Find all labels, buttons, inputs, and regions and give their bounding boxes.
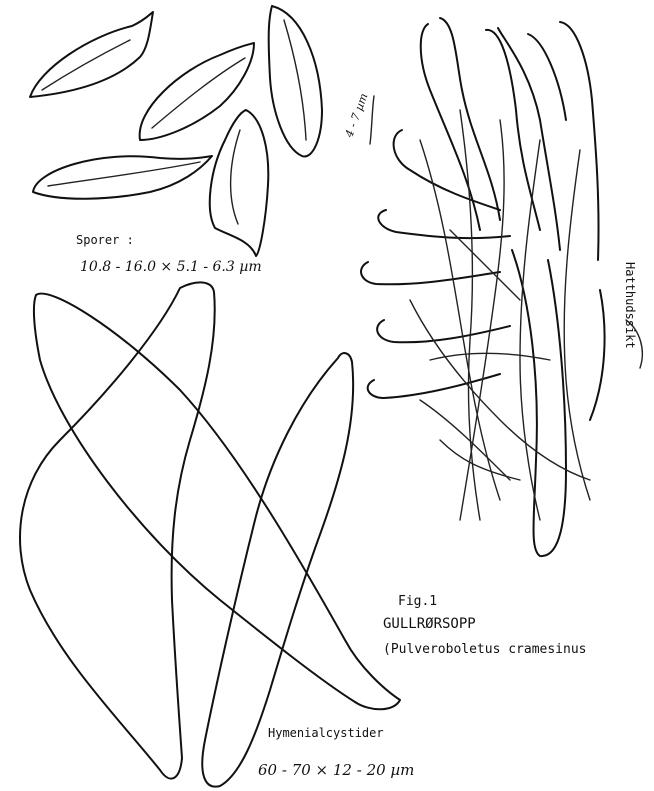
figure-number: Fig.1 [398,594,437,609]
cystidia-group: Hymenialcystider 60 - 70 × 12 - 20 µm [20,282,414,786]
spore-3 [269,6,322,157]
cystidium-1 [34,294,400,710]
spore-5 [210,110,269,256]
hyphae-width-scale-mark [370,96,374,144]
spores-label: Sporer : [76,233,134,247]
spores-group: Sporer : 10.8 - 16.0 × 5.1 - 6.3 µm [30,6,322,275]
cystidia-size: 60 - 70 × 12 - 20 µm [258,761,414,779]
hyphae-width-label: 4 - 7 µm [342,92,370,140]
cuticle-label: Hatthudssikt [623,262,637,349]
cuticle-group: Hatthudssikt 4 - 7 µm [342,18,642,556]
species-common-name: GULLRØRSOPP [383,616,476,632]
spores-size: 10.8 - 16.0 × 5.1 - 6.3 µm [80,259,262,275]
cystidium-3 [202,353,353,787]
spore-4 [33,156,212,199]
figure-caption: Fig.1 GULLRØRSOPP (Pulveroboletus crames… [383,594,587,657]
spore-2 [140,43,254,140]
hypha-tubes [361,18,605,556]
hypha-threads [410,110,590,520]
spore-1 [30,12,153,97]
species-latin-name: (Pulveroboletus cramesinus [383,642,587,657]
cystidia-label: Hymenialcystider [268,726,384,740]
cystidium-2 [20,282,215,778]
